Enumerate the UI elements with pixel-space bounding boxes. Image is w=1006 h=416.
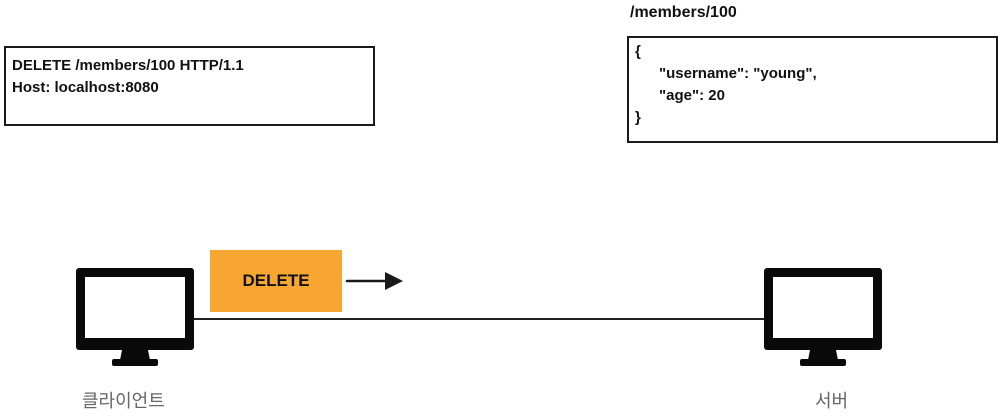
server-label: 서버 — [815, 391, 849, 412]
right-arrow-icon — [345, 272, 403, 290]
server-computer-icon — [764, 268, 882, 366]
connection-line — [192, 318, 764, 320]
json-open-brace: { — [635, 43, 641, 60]
request-host-header: Host: localhost:8080 — [12, 79, 159, 96]
http-request-box: DELETE /members/100 HTTP/1.1 Host: local… — [4, 46, 375, 126]
json-username-field: "username": "young", — [659, 65, 817, 82]
request-line: DELETE /members/100 HTTP/1.1 — [12, 57, 244, 74]
client-label: 클라이언트 — [82, 391, 165, 412]
delete-method-badge: DELETE — [210, 250, 342, 312]
resource-path-label: /members/100 — [630, 4, 737, 21]
client-computer-icon — [76, 268, 194, 366]
method-badge-label: DELETE — [242, 271, 310, 290]
json-close-brace: } — [635, 109, 641, 126]
json-age-field: "age": 20 — [659, 87, 725, 104]
resource-json-box: { "username": "young", "age": 20 } — [627, 36, 998, 143]
